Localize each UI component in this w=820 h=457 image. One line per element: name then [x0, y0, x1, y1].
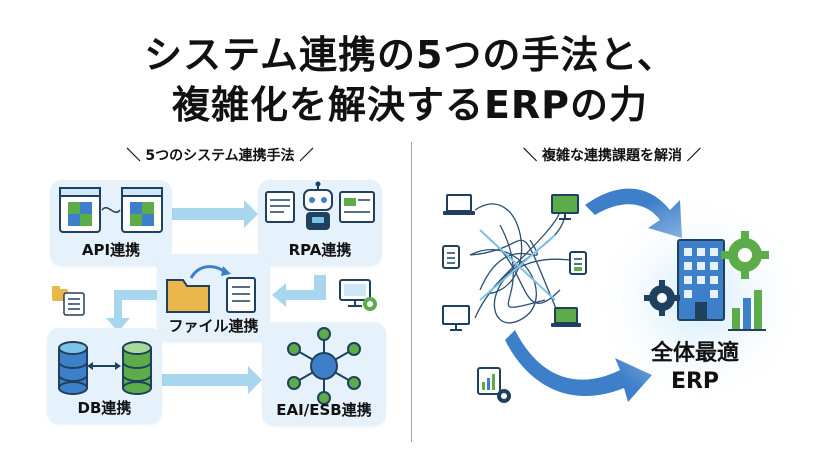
method-label-rpa: RPA連携 — [288, 241, 352, 259]
building-icon — [677, 239, 725, 321]
eai-hub-icon — [287, 327, 361, 405]
arrow-api-to-rpa — [172, 200, 258, 228]
arrow-db-to-eai — [160, 366, 262, 394]
section-divider — [411, 142, 412, 442]
document-window-left-icon — [265, 191, 295, 223]
laptop-icon-top-left — [443, 194, 475, 215]
laptop-icon-bottom-right — [551, 307, 581, 327]
database-right-icon — [122, 341, 152, 395]
bar-chart-icon — [728, 290, 766, 331]
monitor-icon-bottom-left — [442, 305, 470, 331]
left-heading-text: 5つのシステム連携手法 — [145, 148, 295, 164]
method-label-file: ファイル連携 — [168, 317, 259, 335]
big-arrow-bottom — [505, 330, 652, 402]
rpa-robot-icon — [265, 181, 375, 230]
monitor-icon-top-right — [551, 194, 579, 220]
heading-slash-left: ＼ — [523, 148, 542, 164]
window-right-icon — [121, 187, 163, 233]
card-file: ファイル連携 — [157, 254, 270, 342]
document-icon-left — [442, 245, 460, 269]
erp-label-line2: ERP — [670, 369, 720, 394]
right-heading-text: 複雑な連携課題を解消 — [542, 148, 682, 164]
heading-slash-right: ／ — [294, 148, 314, 164]
right-section-heading: ＼ 複雑な連携課題を解消 ／ — [492, 145, 732, 165]
method-label-eai: EAI/ESB連携 — [276, 401, 372, 419]
folder-icon — [166, 279, 210, 313]
tangled-network-light — [479, 229, 556, 301]
window-left-icon — [59, 187, 101, 233]
chart-gear-icon — [477, 367, 511, 403]
method-label-db: DB連携 — [77, 399, 132, 417]
heading-slash-left: ＼ — [126, 148, 146, 164]
sync-arrows-icon — [87, 362, 121, 370]
arrow-rpa-to-file — [272, 275, 326, 307]
erp-label-line1: 全体最適 — [650, 341, 739, 366]
flow-arrows — [106, 200, 326, 394]
page-title-line2: 複雑化を解決するERPの力 — [171, 83, 649, 127]
left-section-heading: ＼ 5つのシステム連携手法 ／ — [100, 145, 340, 165]
card-api: API連携 — [50, 180, 172, 266]
curved-arrow-icon — [189, 265, 226, 279]
database-left-icon — [58, 341, 88, 395]
tangled-network — [469, 203, 571, 324]
page-title-line1: システム連携の5つの手法と、 — [144, 33, 676, 77]
db-sync-icon — [58, 341, 152, 395]
card-eai: EAI/ESB連携 — [262, 322, 386, 426]
api-puzzle-windows-icon — [59, 187, 163, 233]
link-icon — [101, 207, 121, 213]
file-folder-transfer-icon — [166, 265, 256, 313]
document-icon-right — [569, 251, 587, 275]
document-window-right-icon — [339, 191, 375, 223]
gear-icon-large — [721, 231, 769, 279]
card-rpa: RPA連携 — [258, 180, 382, 266]
spoke-nodes-icon — [287, 327, 361, 405]
gear-icon-small — [644, 280, 680, 316]
arrow-file-to-db — [106, 290, 160, 332]
card-db: DB連携 — [47, 328, 162, 424]
method-label-api: API連携 — [81, 241, 141, 259]
hub-node-icon — [310, 352, 338, 380]
folder-list-icon — [52, 286, 85, 316]
heading-slash-right: ／ — [682, 148, 701, 164]
erp-label: 全体最適 ERP — [630, 340, 760, 396]
monitor-gear-icon — [339, 279, 377, 311]
document-icon — [226, 277, 256, 313]
robot-icon — [303, 181, 333, 230]
